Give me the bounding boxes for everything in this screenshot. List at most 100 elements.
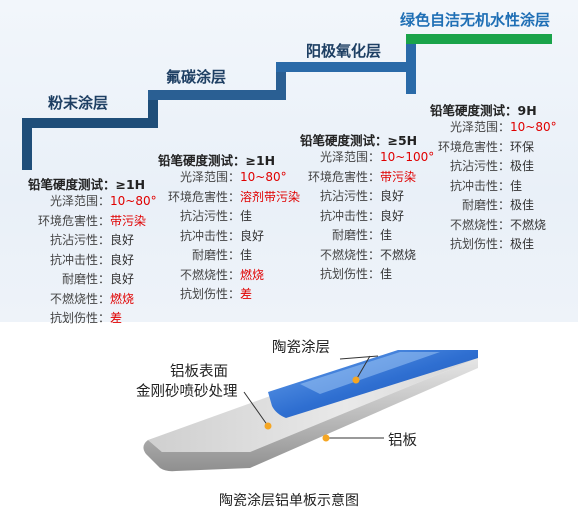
property-row: 不燃烧性：燃烧 — [30, 290, 157, 310]
property-row: 抗划伤性：差 — [30, 309, 157, 329]
callout-dot — [322, 434, 330, 442]
property-label: 抗划伤性： — [319, 267, 380, 281]
step-line — [406, 34, 416, 94]
property-value: 不燃烧 — [510, 217, 547, 232]
pencil-hardness: 铅笔硬度测试：9H — [430, 103, 537, 118]
property-value: 良好 — [380, 189, 405, 203]
property-label: 抗冲击性： — [319, 208, 380, 223]
property-row: 抗沾污性：极佳 — [430, 157, 557, 177]
comparison-panel — [0, 0, 578, 322]
layer-title: 阳极氧化层 — [306, 42, 382, 60]
property-row: 耐磨性：佳 — [158, 246, 300, 266]
leader-line — [355, 355, 371, 381]
property-label: 环境危害性： — [437, 139, 510, 154]
property-row: 抗沾污性：佳 — [158, 207, 300, 227]
property-row: 耐磨性：佳 — [298, 226, 434, 246]
layer-title: 氟碳涂层 — [166, 68, 227, 86]
layer-title: 粉末涂层 — [48, 94, 109, 112]
property-label: 光泽范围： — [49, 194, 110, 208]
property-label: 抗划伤性： — [449, 237, 510, 251]
property-value: 佳 — [380, 228, 393, 242]
property-row: 环境危害性：环保 — [430, 138, 557, 158]
callout-dot — [264, 422, 272, 430]
property-label: 抗沾污性： — [179, 209, 240, 223]
property-row: 抗冲击性：良好 — [30, 251, 157, 271]
property-value: 10~80° — [510, 120, 557, 134]
property-value: 良好 — [110, 272, 135, 286]
property-label: 抗沾污性： — [49, 233, 110, 247]
leader-line — [243, 391, 269, 427]
property-value: 10~80° — [240, 170, 287, 184]
property-label: 抗冲击性： — [179, 228, 240, 243]
property-label: 不燃烧性： — [319, 247, 380, 262]
layer-title: 绿色自洁无机水性涂层 — [400, 11, 551, 29]
aluminum-plate-edge — [143, 358, 478, 472]
property-value: 溶剂带污染 — [240, 189, 301, 204]
property-value: 不燃烧 — [380, 247, 417, 262]
step-line — [148, 90, 286, 100]
property-value: 良好 — [110, 252, 135, 267]
property-label: 光泽范围： — [179, 170, 240, 184]
property-row: 不燃烧性：燃烧 — [158, 266, 300, 286]
property-row: 抗冲击性：良好 — [298, 207, 434, 227]
property-row: 抗冲击性：良好 — [158, 227, 300, 247]
step-line — [22, 118, 32, 170]
step-line — [406, 34, 552, 44]
property-label: 抗划伤性： — [179, 287, 240, 301]
property-value: 佳 — [380, 267, 393, 281]
property-list-fluorocarbon: 光泽范围：10~80° 环境危害性：溶剂带污染 抗沾污性：佳 抗冲击性：良好 耐… — [158, 168, 300, 305]
property-value: 10~80° — [110, 194, 157, 208]
property-row: 光泽范围：10~80° — [30, 192, 157, 212]
property-row: 耐磨性：良好 — [30, 270, 157, 290]
step-line — [276, 62, 416, 72]
property-value: 差 — [240, 287, 253, 301]
property-row: 抗沾污性：良好 — [298, 187, 434, 207]
property-label: 不燃烧性： — [49, 291, 110, 306]
leader-line — [339, 355, 379, 360]
property-row: 环境危害性：溶剂带污染 — [158, 188, 300, 208]
property-label: 光泽范围： — [449, 120, 510, 134]
property-label: 环境危害性： — [37, 213, 110, 228]
property-label: 环境危害性： — [167, 189, 240, 204]
property-value: 良好 — [380, 208, 405, 223]
surface-treatment-label-line1: 铝板表面 — [170, 364, 228, 380]
property-label: 抗划伤性： — [49, 311, 110, 325]
property-value: 良好 — [240, 228, 265, 243]
property-label: 抗沾污性： — [449, 159, 510, 173]
property-row: 抗冲击性：佳 — [430, 177, 557, 197]
ceramic-coating-label: 陶瓷涂层 — [272, 340, 330, 356]
property-row: 环境危害性：带污染 — [298, 168, 434, 188]
aluminum-plate-label: 铝板 — [388, 433, 417, 449]
pencil-hardness: 铅笔硬度测试：≥1H — [158, 153, 276, 168]
property-label: 不燃烧性： — [449, 217, 510, 232]
callout-dot — [352, 376, 360, 384]
property-row: 光泽范围：10~80° — [430, 118, 557, 138]
property-value: 10~100° — [380, 150, 435, 164]
property-label: 耐磨性： — [191, 248, 240, 262]
property-value: 极佳 — [510, 159, 535, 173]
property-label: 不燃烧性： — [179, 267, 240, 282]
property-value: 环保 — [510, 139, 535, 154]
property-list-green-coating: 光泽范围：10~80° 环境危害性：环保 抗沾污性：极佳 抗冲击性：佳 耐磨性：… — [430, 118, 557, 255]
property-value: 佳 — [510, 178, 523, 193]
property-value: 极佳 — [510, 198, 535, 212]
property-list-anodized: 光泽范围：10~100° 环境危害性：带污染 抗沾污性：良好 抗冲击性：良好 耐… — [298, 148, 434, 285]
property-row: 抗沾污性：良好 — [30, 231, 157, 251]
property-row: 光泽范围：10~80° — [158, 168, 300, 188]
property-label: 抗沾污性： — [319, 189, 380, 203]
step-line — [22, 118, 158, 128]
property-value: 极佳 — [510, 237, 535, 251]
step-line — [148, 90, 158, 128]
property-row: 环境危害性：带污染 — [30, 212, 157, 232]
ceramic-coating-layer — [268, 350, 478, 418]
property-value: 差 — [110, 311, 123, 325]
panel-illustration — [143, 350, 478, 472]
pencil-hardness: 铅笔硬度测试：≥1H — [28, 177, 146, 192]
property-value: 燃烧 — [110, 291, 135, 306]
property-row: 抗划伤性：差 — [158, 285, 300, 305]
property-label: 耐磨性： — [61, 272, 110, 286]
property-value: 带污染 — [110, 213, 147, 228]
property-row: 抗划伤性：佳 — [298, 265, 434, 285]
property-value: 佳 — [240, 248, 253, 262]
